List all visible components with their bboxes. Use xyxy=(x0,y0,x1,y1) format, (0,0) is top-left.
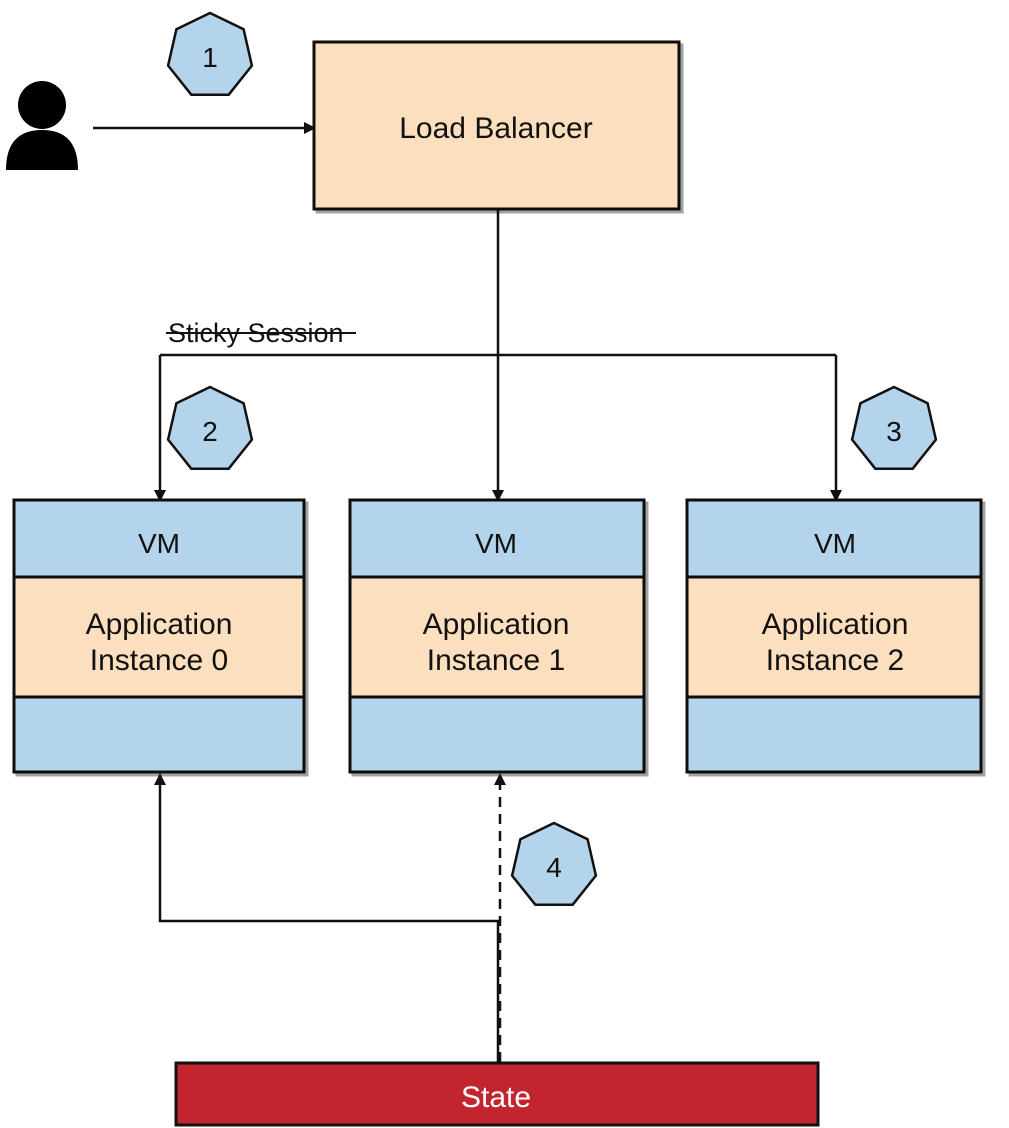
vm-label-1: VM xyxy=(475,528,517,559)
vm-instance-1 xyxy=(348,498,646,774)
step-badge-1-label: 1 xyxy=(202,42,218,73)
step-badge-2-label: 2 xyxy=(202,416,218,447)
state-label: State xyxy=(461,1081,531,1114)
step-badge-1: 1 xyxy=(166,11,254,96)
step-badge-4-label: 4 xyxy=(546,852,562,883)
app-line2-2: Instance 2 xyxy=(766,644,904,677)
app-line1-2: Application xyxy=(762,608,909,641)
vm-instance-0 xyxy=(12,498,306,774)
app-line2-0: Instance 0 xyxy=(90,644,228,677)
vm-label-0: VM xyxy=(138,528,180,559)
load-balancer: Load Balancer xyxy=(312,40,681,211)
vm-instance-2 xyxy=(685,498,983,774)
step-badge-3-label: 3 xyxy=(886,416,902,447)
step-badge-4: 4 xyxy=(510,821,598,906)
app-line2-1: Instance 1 xyxy=(427,644,565,677)
state-store: State xyxy=(174,1061,820,1127)
step-badge-2: 2 xyxy=(166,385,254,470)
vm-label-2: VM xyxy=(814,528,856,559)
app-line1-0: Application xyxy=(86,608,233,641)
step-badge-3: 3 xyxy=(850,385,938,470)
state-to-instance-0-arrow xyxy=(154,773,500,1062)
person-icon xyxy=(6,81,78,170)
load-balancer-label: Load Balancer xyxy=(399,112,592,145)
sticky-session-label-group: Sticky Session xyxy=(166,318,356,348)
app-line1-1: Application xyxy=(423,608,570,641)
